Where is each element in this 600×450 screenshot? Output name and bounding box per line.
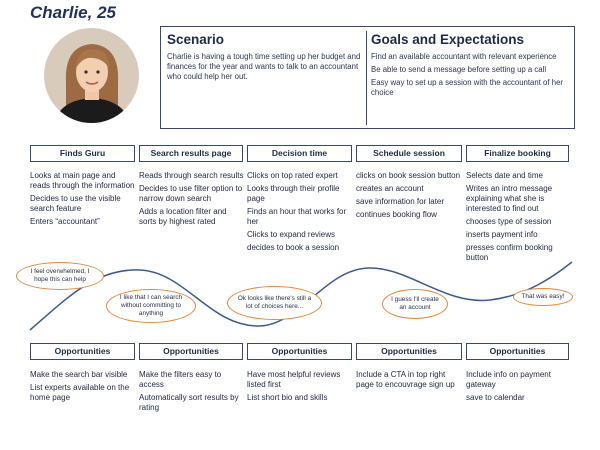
stage-header-finalize-booking: Finalize booking: [466, 145, 569, 162]
action-item: save information for later: [356, 197, 445, 206]
opportunity-item: Have most helpful reviews listed first: [247, 370, 341, 389]
goal-item: Find an available accountant with releva…: [371, 52, 557, 61]
opportunity-item: Include a CTA in top right page to encou…: [356, 370, 455, 389]
action-item: inserts payment info: [466, 230, 538, 239]
goals-section: Goals and Expectations Find an available…: [371, 32, 569, 101]
stage-actions-search-results: Reads through search results Decides to …: [139, 171, 245, 230]
stage-header-decision-time: Decision time: [247, 145, 352, 162]
action-item: clicks on book session button: [356, 171, 461, 180]
stage-actions-finalize-booking: Selects date and time Writes an intro me…: [466, 171, 572, 266]
action-item: Clicks on top rated expert: [247, 171, 338, 180]
thought-bubble: That was easy!: [513, 288, 573, 306]
scenario-goals-panel: Scenario Charlie is having a tough time …: [160, 26, 575, 129]
opportunities-header: Opportunities: [139, 343, 243, 360]
opportunities-schedule-session: Include a CTA in top right page to encou…: [356, 370, 464, 393]
opportunities-finalize-booking: Include info on payment gateway save to …: [466, 370, 572, 406]
action-item: presses confirm booking button: [466, 243, 553, 262]
opportunity-item: Make the search bar visible: [30, 370, 128, 379]
thought-bubble: I guess I'll create an account: [382, 289, 448, 319]
stage-actions-finds-guru: Looks at main page and reads through the…: [30, 171, 136, 230]
stage-actions-schedule-session: clicks on book session button creates an…: [356, 171, 464, 223]
opportunities-header: Opportunities: [30, 343, 135, 360]
action-item: chooses type of session: [466, 217, 552, 226]
persona-avatar: [44, 28, 139, 123]
action-item: Adds a location filter and sorts by high…: [139, 207, 227, 226]
thought-bubble: Ok looks like there's still a lot of cho…: [227, 286, 322, 320]
action-item: Selects date and time: [466, 171, 543, 180]
action-item: Reads through search results: [139, 171, 244, 180]
action-item: continues booking flow: [356, 210, 437, 219]
opportunity-item: Automatically sort results by rating: [139, 393, 239, 412]
opportunities-decision-time: Have most helpful reviews listed first L…: [247, 370, 354, 406]
goal-item: Easy way to set up a session with the ac…: [371, 78, 563, 97]
action-item: creates an account: [356, 184, 424, 193]
goal-item: Be able to send a message before setting…: [371, 65, 547, 74]
action-item: Enters “accountant”: [30, 217, 100, 226]
opportunities-finds-guru: Make the search bar visible List experts…: [30, 370, 136, 406]
scenario-text: Charlie is having a tough time setting u…: [167, 52, 361, 81]
scenario-divider: [366, 31, 367, 125]
opportunities-header: Opportunities: [356, 343, 462, 360]
scenario-heading: Scenario: [167, 32, 225, 47]
scenario-section: Scenario Charlie is having a tough time …: [167, 32, 365, 82]
opportunities-header: Opportunities: [466, 343, 569, 360]
action-item: Decides to use the visible search featur…: [30, 194, 121, 213]
action-item: Clicks to expand reviews: [247, 230, 336, 239]
persona-name: Charlie, 25: [30, 3, 116, 22]
goals-heading: Goals and Expectations: [371, 32, 525, 47]
action-item: Looks through their profile page: [247, 184, 340, 203]
stage-header-search-results: Search results page: [139, 145, 243, 162]
action-item: Decides to use filter option to narrow d…: [139, 184, 243, 203]
opportunity-item: List experts available on the home page: [30, 383, 130, 402]
action-item: decides to book a session: [247, 243, 340, 252]
opportunity-item: List short bio and skills: [247, 393, 328, 402]
action-item: Finds an hour that works for her: [247, 207, 347, 226]
thought-bubble: I like that I can search without committ…: [106, 289, 196, 323]
action-item: Writes an intro message explaining what …: [466, 184, 553, 213]
opportunity-item: Make the filters easy to access: [139, 370, 222, 389]
opportunities-search-results: Make the filters easy to access Automati…: [139, 370, 245, 416]
action-item: Looks at main page and reads through the…: [30, 171, 135, 190]
stage-header-finds-guru: Finds Guru: [30, 145, 135, 162]
stage-actions-decision-time: Clicks on top rated expert Looks through…: [247, 171, 354, 256]
thought-bubble: I feel overwhelmed, I hope this can help: [16, 262, 104, 290]
opportunity-item: Include info on payment gateway: [466, 370, 551, 389]
opportunity-item: save to calendar: [466, 393, 525, 402]
opportunities-header: Opportunities: [247, 343, 352, 360]
stage-header-schedule-session: Schedule session: [356, 145, 462, 162]
